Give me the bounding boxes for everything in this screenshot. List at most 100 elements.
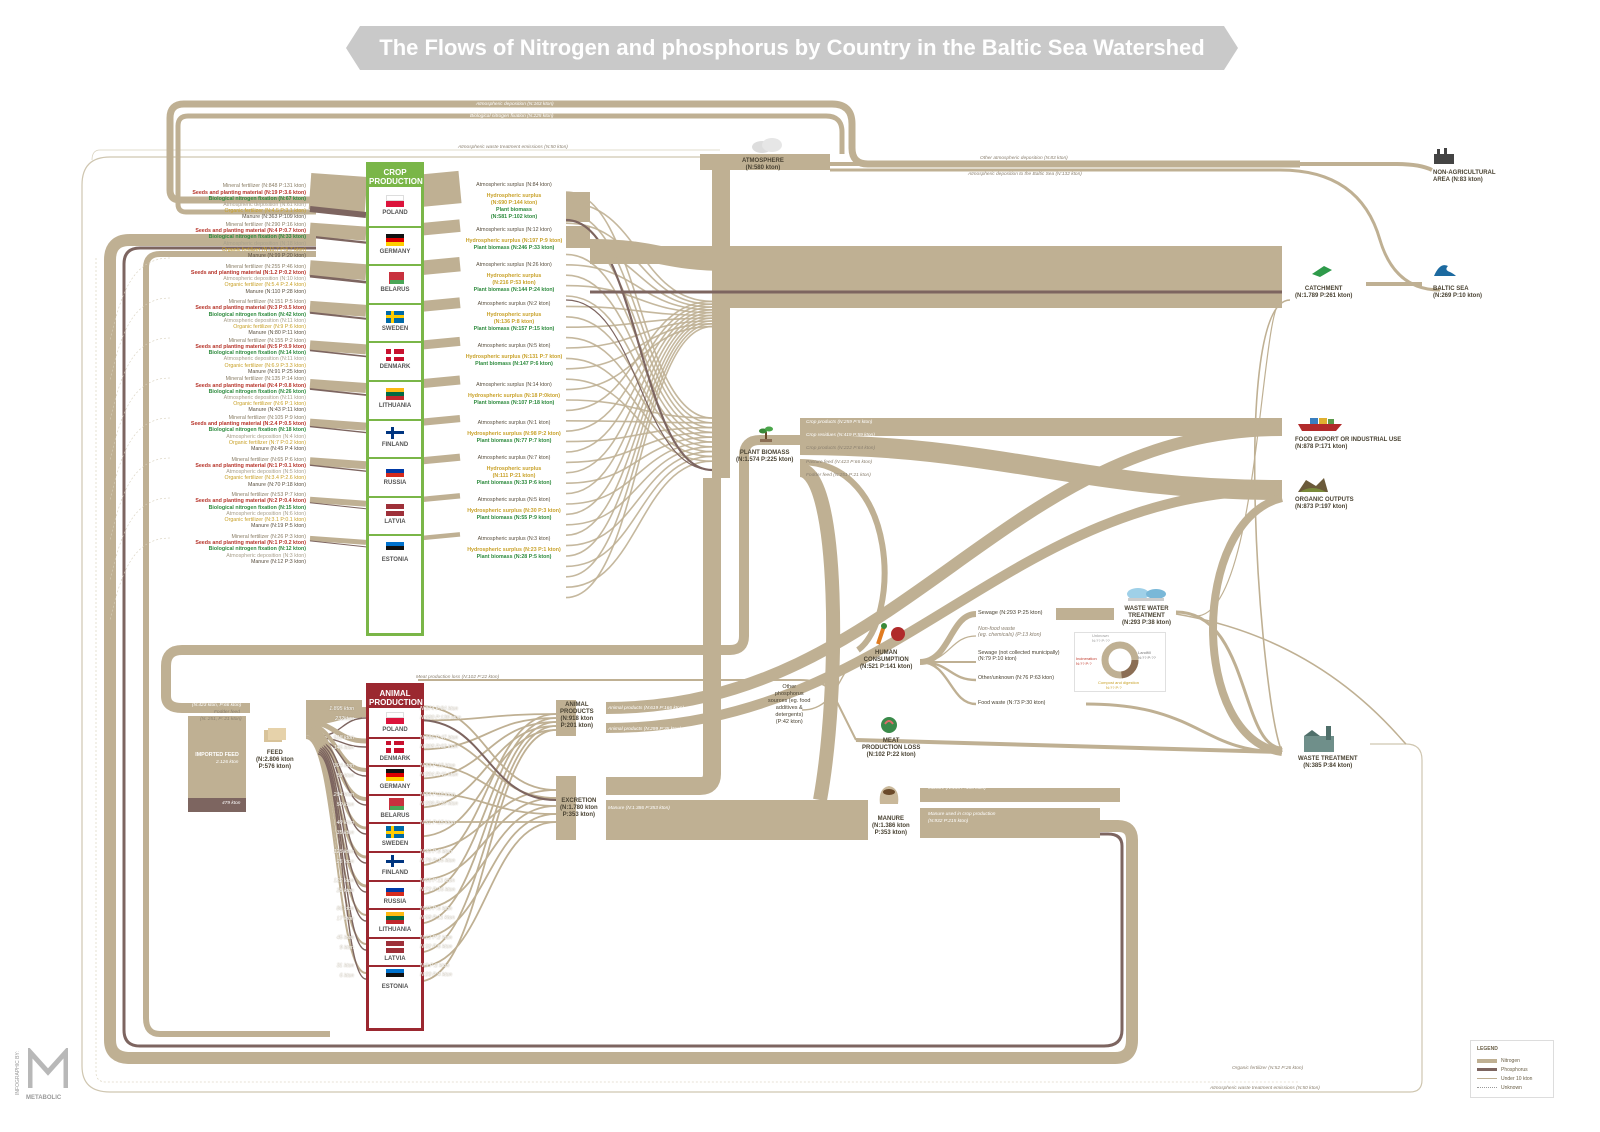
crop-output-label: Plant biomass (N:55 P:9 kton) (476, 515, 552, 522)
animal-country-russia: RUSSIA (371, 883, 419, 905)
animal-feed-label: 304 kton (333, 763, 354, 770)
crop-fan-line (565, 314, 713, 516)
label-animal-products-2: Animal products (N:299 P:35 kton) (608, 727, 682, 732)
credit-brand: METABOLIC (26, 1095, 62, 1101)
label-fodder-feed-2a: Fodder feed (214, 710, 240, 715)
crop-input-p-sweden (309, 311, 367, 320)
crop-input-label: Seeds and planting material (N:1.2 P:0.2… (190, 269, 306, 276)
animal-separator (369, 936, 421, 939)
legend-nitrogen: Nitrogen (1477, 1058, 1520, 1064)
flow-manure-loop-inner (143, 251, 330, 1037)
flow-organic-waste (1209, 494, 1284, 756)
inset-landfill: Landfill (1138, 650, 1151, 655)
crop-fan-line (565, 441, 713, 505)
inset-incineration: Incineration (1076, 656, 1097, 661)
animal-feed-label: 25 kton (336, 859, 354, 865)
label-other-atm: Other atmospheric deposition (N:83 kton) (980, 156, 1068, 161)
flow-manure-crop (920, 808, 1100, 838)
animal-feed-label: 125 kton (333, 849, 354, 855)
flow-meat-production-loss-line (418, 679, 857, 741)
crop-separator (369, 264, 421, 267)
label-atm-waste-2: Atmospheric waste treatment emissions (N… (1210, 1086, 1320, 1091)
label-fodder-feed-2b: (N: 251, P: 21 kton) (200, 717, 242, 722)
crop-fan-line (565, 309, 713, 474)
animal-country-label: BELARUS (380, 812, 410, 819)
flow-atm-waste-outer (81, 156, 1423, 1093)
crop-input-label: Atmospheric deposition (N:4 kton) (226, 433, 306, 440)
imported-feed-p-bar (188, 798, 246, 812)
crop-output-label: Plant biomass (496, 206, 532, 213)
credit-label: INFOGRAPHIC BY: (14, 1051, 21, 1095)
flow-catchment-join (589, 239, 731, 271)
crop-input-label: Atmospheric deposition (N:3 kton) (226, 552, 306, 559)
flow-manure-loop (104, 234, 1138, 1064)
crop-input-label: Seeds and planting material (N:4 P:0.7 k… (195, 228, 306, 235)
crop-separator (369, 225, 421, 228)
inset-unknown-val: N:?? P:?? (1092, 638, 1110, 643)
waste-plant-icon (1300, 724, 1342, 754)
crop-input-label: Atmospheric deposition (N:61 kton) (223, 202, 306, 208)
animal-fan-line (417, 721, 557, 925)
legend-unknown: Unknown (1477, 1085, 1522, 1091)
crop-input-label: Manure (N:43 P:11 kton) (248, 407, 306, 414)
animal-fan-line (417, 729, 557, 838)
crop-fan-line (565, 455, 713, 568)
node-organic-outputs: ORGANIC OUTPUTS(N:873 P:197 kton) (1295, 497, 1354, 510)
crop-input-label: Biological nitrogen fixation (N:15 kton) (208, 504, 306, 511)
crop-input-flow-belarus (309, 260, 367, 281)
animal-country-belarus: BELARUS (371, 797, 419, 819)
crop-input-flow-russia (309, 457, 367, 470)
flow-excretion-atm (606, 478, 721, 795)
crop-input-label: Mineral fertilizer (N:290 P:16 kton) (225, 222, 306, 228)
crop-input-flow-latvia (309, 496, 367, 507)
flow-sewage (919, 611, 977, 665)
flag-finland-icon (386, 855, 404, 867)
animal-output-label: N:204 P:41 kton (420, 772, 458, 779)
thin-unknown-line (109, 257, 171, 341)
seedling-icon (758, 422, 774, 442)
node-atmosphere: ATMOSPHERE(N:580 kton) (742, 158, 784, 171)
animal-country-label: LATVIA (384, 955, 406, 962)
flag-belarus-icon (386, 797, 404, 810)
crop-input-label: Mineral fertilizer (N:53 P:7 kton) (231, 492, 306, 499)
crop-input-p-estonia (309, 540, 367, 548)
flow-catchment-to-baltic (1366, 282, 1422, 286)
crop-fan-p (565, 218, 713, 472)
crop-output-label: Plant biomass (N:107 P:18 kton) (473, 399, 555, 406)
flow-manure-loop-p (122, 246, 1124, 1048)
label-pasture-feed-2a: Pasture feed (212, 696, 240, 701)
animal-feed-label: 1.895 kton (329, 706, 354, 712)
animal-feed-label: 294 kton (333, 791, 354, 798)
node-food-export: FOOD EXPORT OR INDUSTRIAL USE(N:878 P:17… (1295, 437, 1402, 450)
crop-input-p-denmark (309, 349, 367, 358)
animal-country-sweden: SWEDEN (371, 826, 419, 847)
flow-other-p (801, 661, 859, 711)
animal-country-label: POLAND (382, 727, 408, 733)
crop-fan-line (565, 320, 713, 557)
flag-latvia-icon (386, 503, 404, 516)
crop-fan-line (565, 450, 713, 547)
crop-output-label: Atmospheric surplus (N:2 kton) (477, 300, 551, 307)
crop-output-label: Hydrospheric surplus (N:18 P:0kton) (467, 392, 561, 399)
crop-input-label: Biological nitrogen fixation (N:42 kton) (208, 311, 306, 318)
flow-manure-out (920, 788, 1120, 802)
inset-compost-val: N:?? P:? (1106, 685, 1122, 690)
animal-output-label: N:72 P:16 kton (420, 886, 456, 893)
flow-excretion-manure (606, 800, 868, 840)
crop-fan-line (565, 446, 713, 526)
node-atmosphere-top (700, 154, 830, 170)
animal-country-label: SWEDEN (381, 841, 409, 848)
crop-input-label: Biological nitrogen fixation (N:67 kton) (208, 195, 306, 202)
crop-input-label: Manure (N:110 P:28 kton) (245, 288, 306, 295)
animal-feed-label: 145 kton (333, 744, 354, 751)
animal-fan-line (417, 721, 557, 780)
flow-catchment-waste-thin (1253, 299, 1291, 753)
feed-to-animal-flow (305, 722, 367, 772)
crop-input-label: Seeds and planting material (N:2.4 P:0.5… (190, 421, 306, 428)
feed-bales-icon (262, 726, 286, 744)
